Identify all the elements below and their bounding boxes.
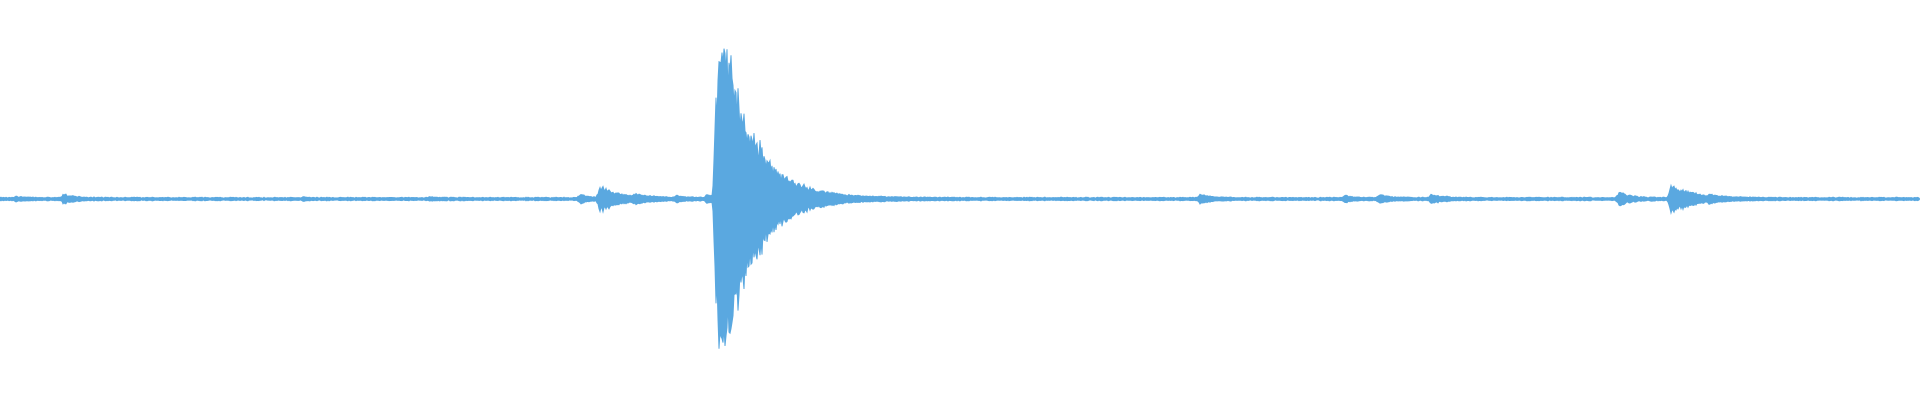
waveform-envelope (0, 48, 1920, 349)
